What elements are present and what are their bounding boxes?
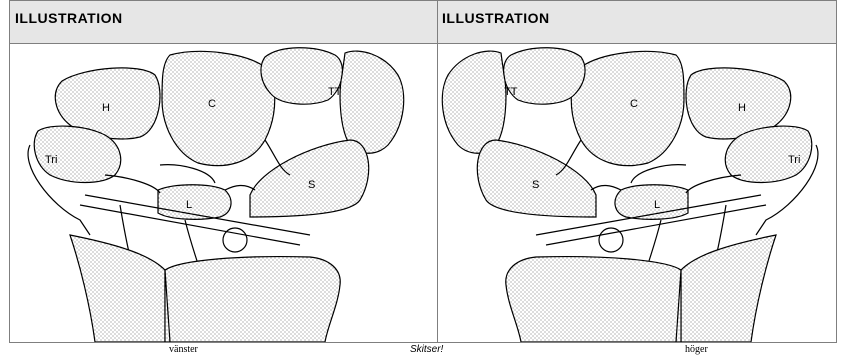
left-header: ILLUSTRATION <box>10 1 437 44</box>
right-label-c: C <box>630 98 638 110</box>
trapezium-bone-right <box>442 51 506 153</box>
right-header: ILLUSTRATION <box>437 1 836 44</box>
left-label-tt: TT <box>328 86 342 98</box>
left-label-c: C <box>208 98 216 110</box>
radius-bone-right <box>506 257 681 342</box>
left-wrist-panel: H C TT Tri S L <box>10 45 437 342</box>
ulna-bone <box>70 235 165 342</box>
ulna-bone-right <box>681 235 776 342</box>
right-wrist-drawing: TT C H Tri S L <box>438 45 836 342</box>
caption-center: Skitser! <box>410 344 443 355</box>
caption-left: vänster <box>169 344 198 355</box>
trapezium-bone <box>340 51 404 153</box>
illustration-sheet: ILLUSTRATION ILLUSTRATION <box>9 0 837 343</box>
left-label-l: L <box>186 199 192 211</box>
right-header-title: ILLUSTRATION <box>442 10 550 26</box>
left-label-h: H <box>102 102 110 114</box>
left-wrist-drawing: H C TT Tri S L <box>10 45 437 342</box>
left-header-title: ILLUSTRATION <box>15 10 123 26</box>
right-label-h: H <box>738 102 746 114</box>
right-label-tt: TT <box>504 86 518 98</box>
right-label-l: L <box>654 199 660 211</box>
right-wrist-panel: TT C H Tri S L <box>438 45 836 342</box>
right-label-tri: Tri <box>788 154 800 166</box>
left-label-s: S <box>308 179 315 191</box>
right-label-s: S <box>532 179 539 191</box>
radius-bone <box>165 257 340 342</box>
capitate-bone-right <box>571 51 684 165</box>
capitate-bone <box>162 51 275 165</box>
left-label-tri: Tri <box>45 154 57 166</box>
caption-right: höger <box>685 344 708 355</box>
